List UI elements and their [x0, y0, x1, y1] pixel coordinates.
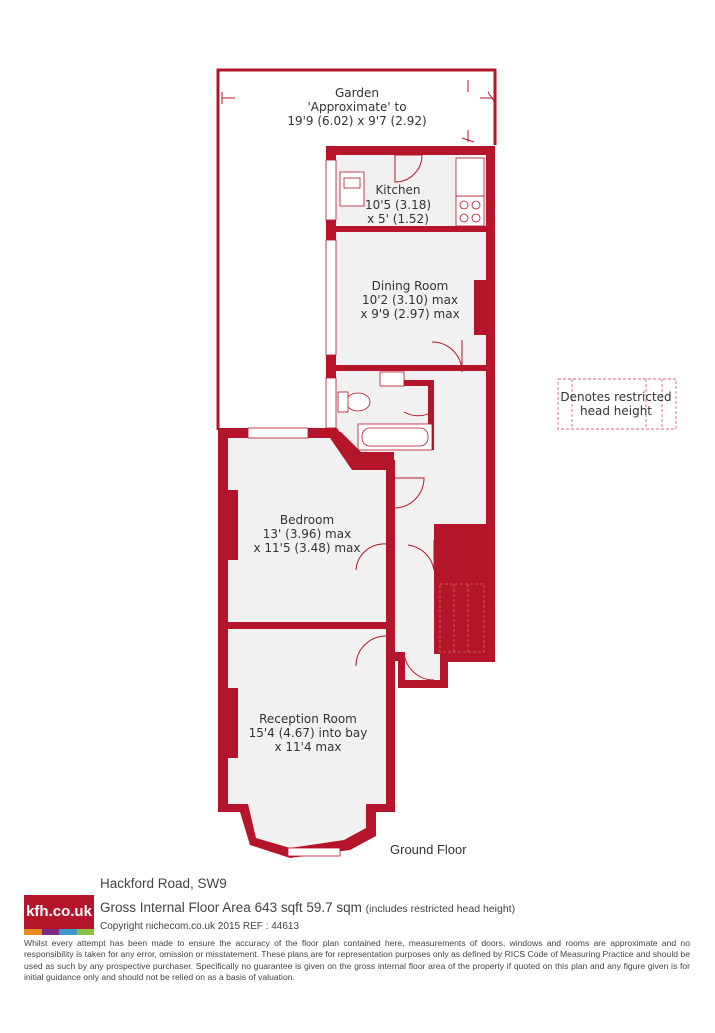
dining-dim1: 10'2 (3.10) max	[362, 293, 458, 307]
fixtures	[337, 157, 485, 653]
floor-area-main: Gross Internal Floor Area 643 sqft 59.7 …	[100, 900, 362, 915]
copyright: Copyright nichecom.co.uk 2015 REF : 4461…	[100, 921, 299, 932]
logo-stripe	[76, 929, 94, 935]
floor-label: Ground Floor	[390, 842, 467, 857]
bedroom-dim2: x 11'5 (3.48) max	[254, 541, 361, 555]
logo-stripe	[24, 929, 42, 935]
basin-icon	[379, 371, 405, 387]
logo[interactable]: kfh.co.uk	[24, 895, 94, 937]
reception-dim2: x 11'4 max	[274, 740, 341, 754]
restricted-legend: Denotes restricted head height	[557, 378, 677, 430]
sink-icon	[339, 171, 365, 207]
bedroom-name: Bedroom	[280, 513, 334, 527]
reception-dim1: 15'4 (4.67) into bay	[249, 726, 368, 740]
kitchen-dim1: 10'5 (3.18)	[365, 198, 431, 212]
legend-line1: Denotes restricted	[560, 390, 671, 404]
doors	[355, 154, 463, 681]
floor-plan: Garden 'Approximate' to 19'9 (6.02) x 9'…	[216, 68, 677, 858]
rear-section	[326, 146, 495, 688]
hob-icon	[455, 195, 485, 227]
restricted-height-zone	[439, 583, 485, 653]
reception-name: Reception Room	[259, 712, 357, 726]
legend-line2: head height	[580, 404, 652, 418]
logo-text: kfh.co.uk	[24, 895, 94, 929]
windows	[247, 159, 341, 857]
floor-area: Gross Internal Floor Area 643 sqft 59.7 …	[100, 900, 515, 915]
bedroom-dim1: 13' (3.96) max	[263, 527, 351, 541]
kitchen-dim2: x 5' (1.52)	[367, 212, 429, 226]
interior-walls	[228, 226, 486, 758]
property-address: Hackford Road, SW9	[100, 876, 227, 891]
garden-area	[216, 68, 497, 430]
kitchen-name: Kitchen	[375, 183, 420, 197]
logo-stripe	[59, 929, 77, 935]
logo-stripe	[41, 929, 59, 935]
disclaimer: Whilst every attempt has been made to en…	[24, 938, 690, 983]
garden-approx: 'Approximate' to	[307, 100, 406, 114]
front-section	[218, 428, 395, 858]
garden-label: Garden	[335, 86, 379, 100]
counter	[455, 157, 485, 197]
logo-stripes	[24, 929, 94, 935]
dining-name: Dining Room	[372, 279, 449, 293]
dining-dim2: x 9'9 (2.97) max	[360, 307, 459, 321]
toilet-icon	[345, 392, 371, 412]
garden-dimensions: 19'9 (6.02) x 9'7 (2.92)	[287, 114, 426, 128]
floor-area-note: (includes restricted head height)	[365, 903, 516, 915]
